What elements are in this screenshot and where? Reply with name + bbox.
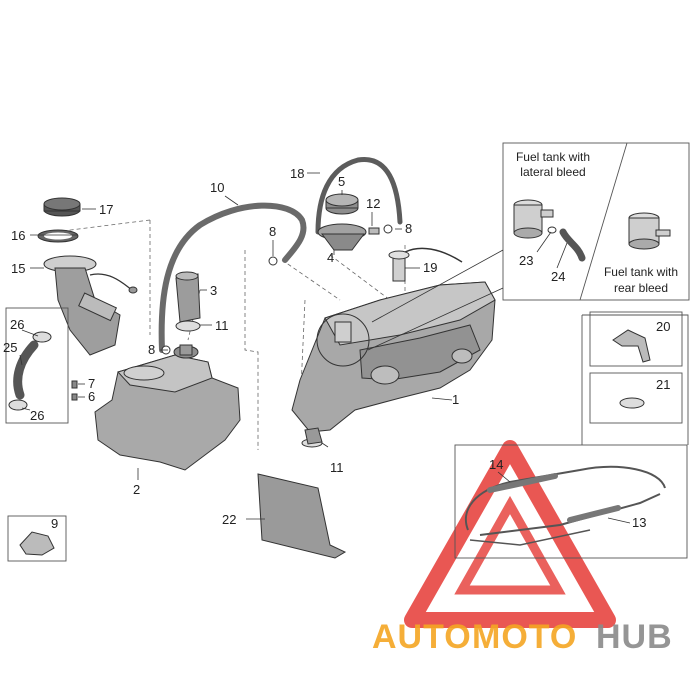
part-9-box [7,515,67,562]
watermark-moto: MOTO [472,618,577,656]
callout-20: 20 [656,319,670,334]
watermark-logo [404,440,616,628]
watermark-triangle [404,440,616,628]
watermark-wordmark: AUTO MOTO HUB [372,618,673,656]
parts-13-14-box [454,444,688,559]
callout-19: 19 [423,260,437,275]
callout-numbers: 1 2 3 4 5 6 7 8 8 8 9 10 11 11 12 13 14 … [3,166,670,531]
part-26-clamp-bottom [8,399,28,411]
callout-11-lower: 11 [330,460,344,475]
watermark-hub: HUB [596,618,673,656]
callout-23: 23 [519,253,533,268]
inset-lateral-title-1: Fuel tank with [516,150,590,164]
part-26-clamp-top [32,331,52,343]
part-3-sleeve [175,271,201,323]
part-25-elbow-hose [13,340,39,400]
callout-12: 12 [366,196,380,211]
part-7-screw [71,380,78,389]
callout-14: 14 [489,457,503,472]
inset-rear-title-1: Fuel tank with [604,265,678,279]
inset-lateral-title-2: lateral bleed [520,165,585,179]
parts-20-21-panel [581,311,689,445]
callout-1: 1 [452,392,459,407]
callout-6: 6 [88,389,95,404]
watermark-auto: AUTO [372,618,472,656]
callout-21: 21 [656,377,670,392]
leader-lines [19,172,631,524]
callout-25: 25 [3,340,17,355]
part-12-fitting [368,227,380,235]
callout-8-right: 8 [405,221,412,236]
part-8-clip-mid [268,256,278,266]
part-8-clip-right [383,224,393,234]
part-13-pipe [464,465,666,531]
callout-17: 17 [99,202,113,217]
callout-5: 5 [338,174,345,189]
part-2-lower-tank [94,344,241,471]
part-16-gasket [37,229,79,243]
part-11-clamp-upper [175,320,201,332]
callout-2: 2 [133,482,140,497]
callout-16: 16 [11,228,25,243]
callout-18: 18 [290,166,304,181]
callout-8-mid: 8 [269,224,276,239]
parts-25-26-box [5,307,69,424]
part-14-sleeve [487,473,558,493]
callout-22: 22 [222,512,236,527]
part-6-screw [71,393,78,401]
callout-26-top: 26 [10,317,24,332]
part-4-filler-neck [317,223,367,251]
inset-rear-fitting [628,212,671,250]
callout-7: 7 [88,376,95,391]
bleed-variants-inset: Fuel tank with lateral bleed Fuel tank w… [367,142,690,351]
part-9-bracket [19,531,55,556]
part-10-hose [158,202,307,353]
callout-8-left: 8 [148,342,155,357]
callout-15: 15 [11,261,25,276]
watermark-triangle-inner [454,495,566,595]
callout-13: 13 [632,515,646,530]
callout-10: 10 [210,180,224,195]
part-18-hose [315,157,403,235]
callout-9: 9 [51,516,58,531]
callout-3: 3 [210,283,217,298]
callout-4: 4 [327,250,334,265]
part-1-main-tank [291,281,496,445]
callout-24: 24 [551,269,565,284]
part-20-bracket [612,329,651,363]
inset-lateral-fitting [513,199,554,239]
part-5-cap [325,193,359,215]
callout-11-upper: 11 [215,318,229,333]
part-17-ring-nut [43,197,81,217]
inset-rear-title-2: rear bleed [614,281,668,295]
part-21-clamp [619,397,645,409]
part-22-shield [257,473,347,559]
part-15-fuel-pump [43,255,138,356]
callout-26-bottom: 26 [30,408,44,423]
inset-part-23-clamp [547,226,557,234]
inset-part-24-elbow [559,228,586,262]
